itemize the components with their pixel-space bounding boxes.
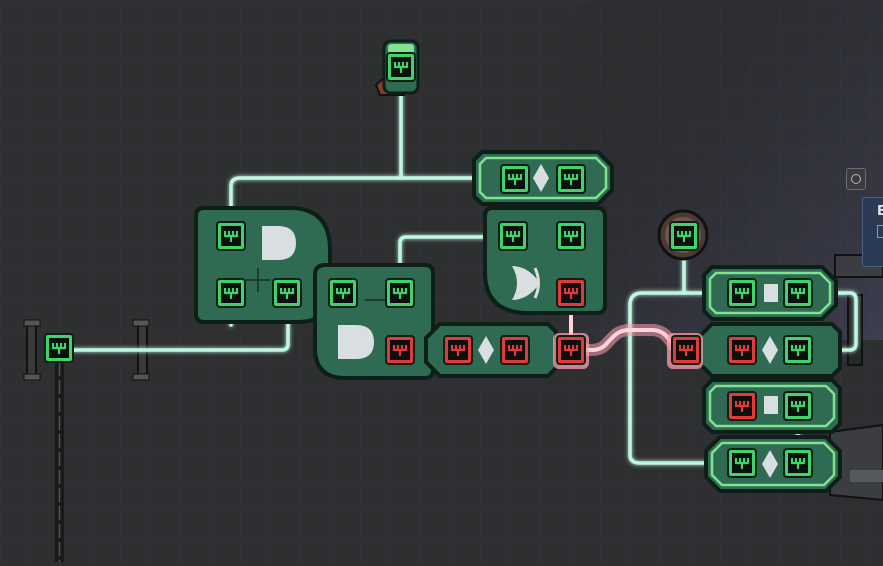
plug-icon <box>392 345 408 356</box>
plug-icon <box>563 288 579 299</box>
plug-icon <box>563 231 579 242</box>
buffer-top-right-body[interactable] <box>702 265 838 321</box>
plug-icon <box>790 401 806 412</box>
or-gate-output[interactable] <box>556 278 586 308</box>
plug-icon <box>790 345 806 356</box>
not-gate-bottom-right-body[interactable] <box>704 435 842 493</box>
and-left-output[interactable] <box>272 278 302 308</box>
plug-icon <box>563 345 579 356</box>
top-sensor-port[interactable] <box>386 52 416 82</box>
plug-icon <box>507 174 523 185</box>
camera-button[interactable] <box>846 168 866 190</box>
plug-icon <box>507 345 523 356</box>
wall-bracket-left <box>23 319 41 381</box>
plug-icon <box>392 288 408 299</box>
junction-port-1[interactable] <box>556 335 586 365</box>
plug-icon <box>734 458 750 469</box>
not-gate-right-body[interactable] <box>698 322 842 378</box>
plug-icon <box>676 231 692 242</box>
plug-icon <box>223 231 239 242</box>
left-sensor-port[interactable] <box>44 333 74 363</box>
side-panel-label: B <box>877 204 883 219</box>
plug-icon <box>223 288 239 299</box>
not-bottom-input[interactable] <box>727 448 757 478</box>
not-right-input[interactable] <box>727 335 757 365</box>
plug-icon <box>450 345 466 356</box>
junction-port-2[interactable] <box>671 335 701 365</box>
not-right-output[interactable] <box>783 335 813 365</box>
not-middle-input[interactable] <box>443 335 473 365</box>
plug-icon <box>734 401 750 412</box>
side-panel-icon <box>877 225 883 238</box>
and-middle-output[interactable] <box>385 278 415 308</box>
buffer-lower-input[interactable] <box>727 391 757 421</box>
not-gate-top-body[interactable] <box>472 150 614 206</box>
plug-icon <box>678 345 694 356</box>
plug-icon <box>279 288 295 299</box>
buffer-lower-output[interactable] <box>783 391 813 421</box>
not-bottom-output[interactable] <box>783 448 813 478</box>
plug-icon <box>790 288 806 299</box>
buffer-right-lower-body[interactable] <box>702 378 842 434</box>
side-panel-tab[interactable]: B <box>862 197 883 267</box>
not-top-input[interactable] <box>500 164 530 194</box>
gas-pipe <box>55 362 64 562</box>
buffer-top-output[interactable] <box>783 278 813 308</box>
logic-ports <box>44 52 813 478</box>
plug-icon <box>505 231 521 242</box>
not-middle-output[interactable] <box>500 335 530 365</box>
and-left-input-1[interactable] <box>216 221 246 251</box>
rock-sensor-port[interactable] <box>669 221 699 251</box>
and-left-input-2[interactable] <box>216 278 246 308</box>
plug-icon <box>734 345 750 356</box>
buffer-top-input[interactable] <box>727 278 757 308</box>
plug-icon <box>393 62 409 73</box>
plug-icon <box>563 174 579 185</box>
plug-icon <box>51 343 67 354</box>
or-gate-input[interactable] <box>498 221 528 251</box>
plug-icon <box>734 288 750 299</box>
or-gate-output-top[interactable] <box>556 221 586 251</box>
and-middle-input-2[interactable] <box>385 335 415 365</box>
plug-icon <box>790 458 806 469</box>
plug-icon <box>335 288 351 299</box>
and-middle-input-1[interactable] <box>328 278 358 308</box>
not-top-output[interactable] <box>556 164 586 194</box>
